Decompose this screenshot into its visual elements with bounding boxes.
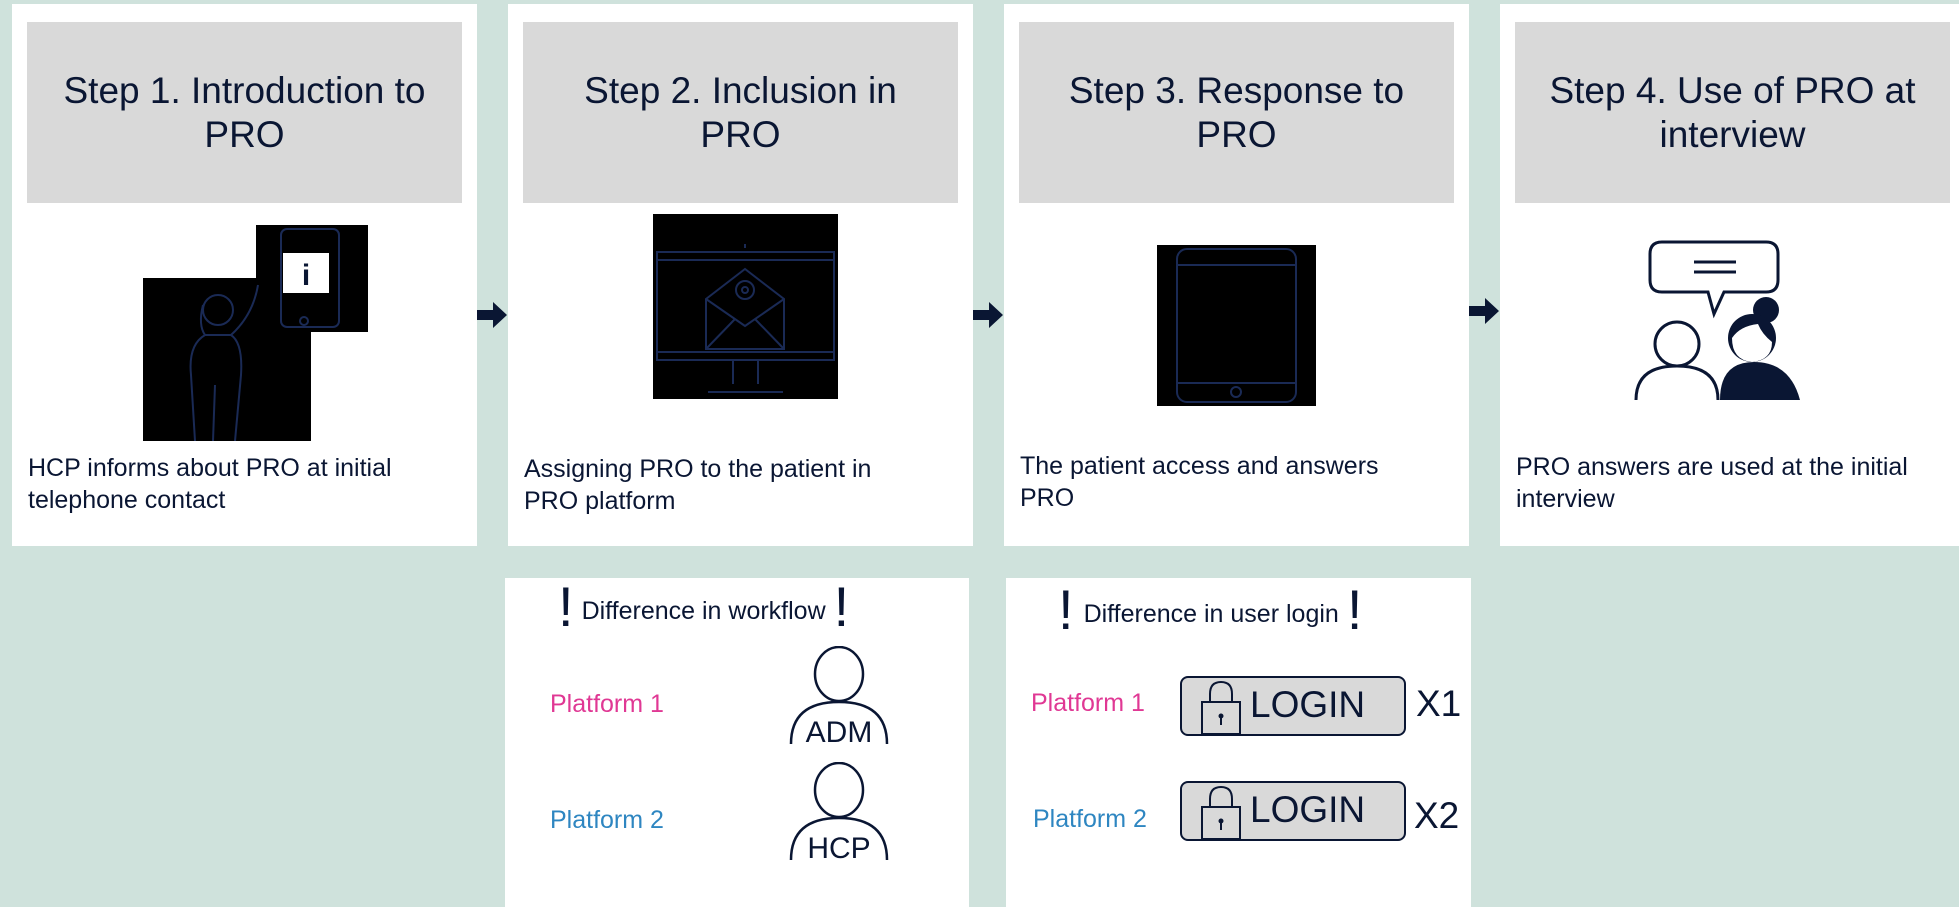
arrow-right-icon <box>973 302 1003 328</box>
login-button-platform-2[interactable]: LOGIN <box>1180 781 1406 841</box>
step-3-title: Step 3. Response to PRO <box>1019 22 1454 203</box>
exclamation-icon: ! <box>833 575 850 638</box>
step-2-title: Step 2. Inclusion in PRO <box>523 22 958 203</box>
lock-icon <box>1201 785 1241 840</box>
step-2-description: Assigning PRO to the patient in PRO plat… <box>524 455 872 515</box>
workflow-platform-2-label: Platform 2 <box>550 806 664 834</box>
monitor-email-icon <box>653 214 838 399</box>
exclamation-icon: ! <box>558 575 574 638</box>
step-1-description: HCP informs about PRO at initial telepho… <box>28 454 392 514</box>
workflow-difference-title: ! Difference in workflow ! <box>558 575 850 638</box>
hcp-user-icon: HCP <box>786 762 892 865</box>
login-button-label: LOGIN <box>1250 684 1366 725</box>
exclamation-icon: ! <box>1058 578 1074 641</box>
hcp-role-label: HCP <box>807 832 871 865</box>
lock-icon <box>1201 680 1241 735</box>
login-button-platform-1[interactable]: LOGIN <box>1180 676 1406 736</box>
login-button-label: LOGIN <box>1250 789 1366 830</box>
step-1-title: Step 1. Introduction to PRO <box>27 22 462 203</box>
login-platform-1-label: Platform 1 <box>1031 689 1145 717</box>
login-multiplier-1: X1 <box>1416 683 1462 724</box>
login-platform-2-label: Platform 2 <box>1033 805 1147 833</box>
step-4-title: Step 4. Use of PRO at interview <box>1515 22 1950 203</box>
workflow-platform-1-label: Platform 1 <box>550 690 664 718</box>
adm-user-icon: ADM <box>786 646 892 749</box>
woman-with-phone-info-icon: i <box>143 225 368 441</box>
arrow-right-icon <box>477 302 507 328</box>
step-3-description: The patient access and answers PRO <box>1020 452 1379 512</box>
exclamation-icon: ! <box>1346 578 1363 641</box>
workflow-difference-label: Difference in workflow <box>581 597 826 625</box>
step-4-description: PRO answers are used at the initial inte… <box>1516 453 1908 513</box>
login-difference-card <box>1006 578 1471 907</box>
arrow-right-icon <box>1469 298 1499 324</box>
workflow-difference-card <box>505 578 969 907</box>
login-difference-label: Difference in user login <box>1083 600 1339 628</box>
login-multiplier-2: X2 <box>1414 795 1460 836</box>
login-difference-title: ! Difference in user login ! <box>1058 578 1363 641</box>
info-glyph: i <box>302 259 310 292</box>
tablet-icon <box>1157 245 1316 406</box>
conversation-people-icon <box>1634 240 1800 401</box>
adm-role-label: ADM <box>805 716 873 749</box>
